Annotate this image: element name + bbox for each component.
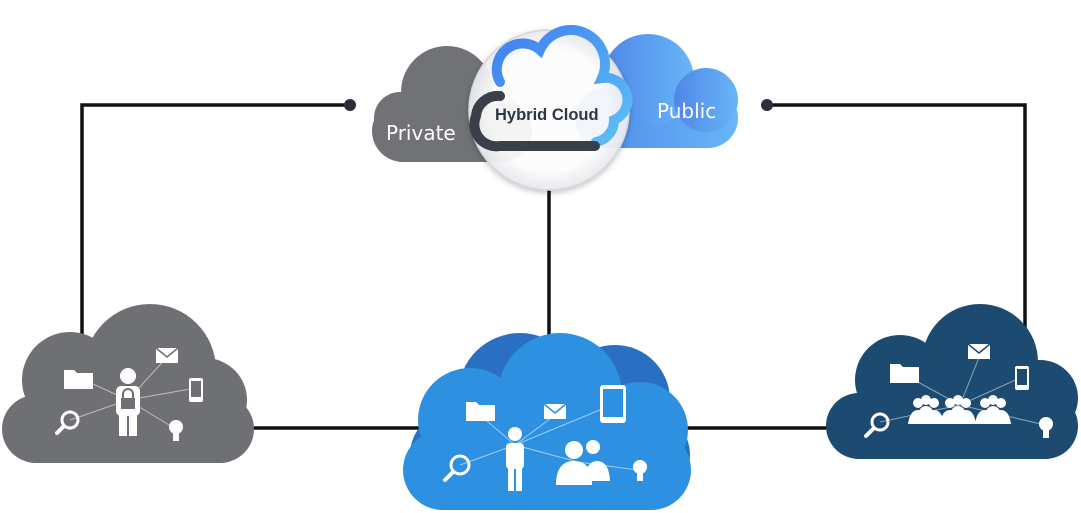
bulb-icon [169, 420, 183, 441]
folder-icon [64, 370, 93, 389]
private-cloud-node [2, 304, 254, 463]
mail-icon [543, 403, 567, 419]
connector-left [80, 103, 350, 340]
connector-dot-left [344, 99, 356, 111]
connector-right [767, 103, 1027, 330]
bulb-icon [633, 460, 647, 481]
folder-icon [890, 364, 919, 383]
tablet-icon [600, 385, 626, 423]
group-icon [975, 395, 1011, 424]
mail-icon [155, 347, 179, 363]
search-icon [443, 454, 471, 482]
connector-dot-right [761, 99, 773, 111]
person-icon [506, 427, 524, 491]
bulb-icon [1039, 417, 1053, 438]
phone-icon [189, 378, 203, 402]
private-label: Private [386, 121, 456, 145]
folder-icon [466, 402, 495, 421]
public-label: Public [657, 99, 716, 123]
search-icon [55, 410, 80, 435]
hybrid-cloud-title: Hybrid Cloud [495, 106, 599, 124]
hybrid-cloud-logo [469, 24, 633, 152]
search-icon [864, 412, 890, 438]
phone-icon [1015, 366, 1029, 390]
connector-lines [80, 103, 1027, 430]
mail-icon [967, 343, 991, 359]
group-icon [556, 440, 610, 485]
group-icon [940, 395, 976, 424]
public-cloud-node [826, 304, 1078, 459]
person-lock-icon [116, 368, 140, 436]
public-node-shape [826, 304, 1078, 459]
hybrid-node-shape [403, 333, 691, 510]
group-icon [908, 395, 944, 424]
hybrid-cloud-node [403, 333, 691, 510]
